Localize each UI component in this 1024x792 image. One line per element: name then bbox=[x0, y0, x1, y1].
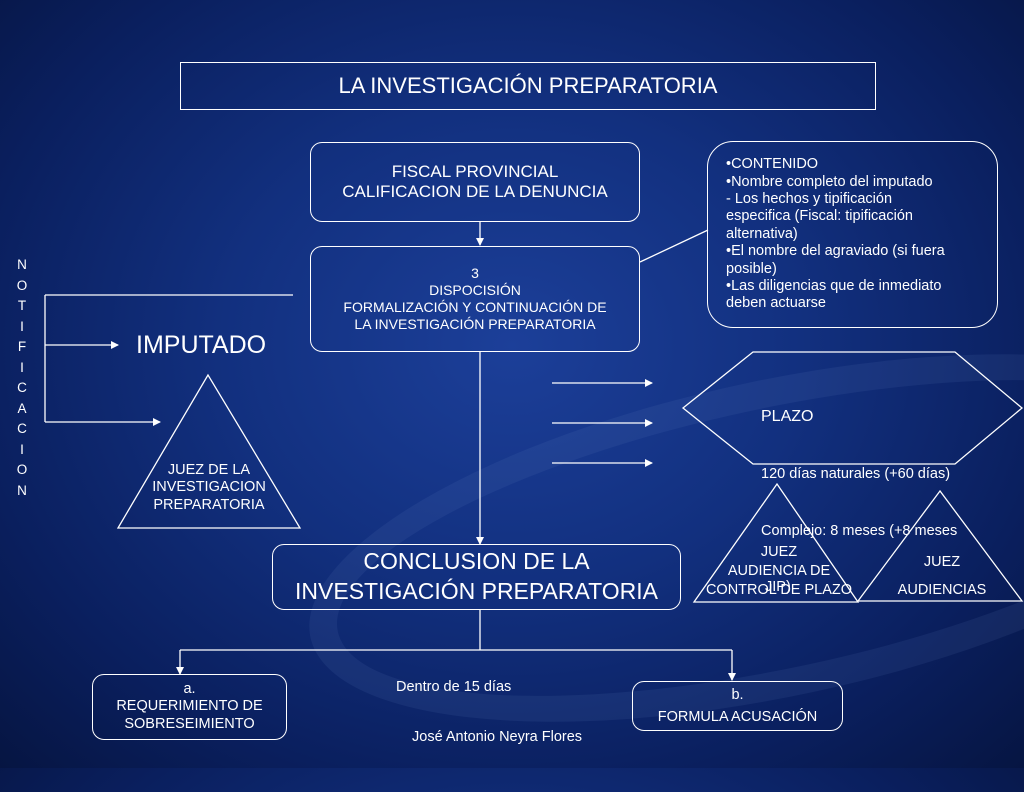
notif-letter: C bbox=[17, 421, 27, 436]
juez-control-triangle bbox=[692, 482, 860, 603]
plazo-line-3: Complejo: 8 meses (+8 meses bbox=[761, 522, 958, 539]
juez-inv-line-1: JUEZ DE LA bbox=[167, 462, 251, 478]
juez-audiencias-triangle bbox=[856, 489, 1024, 602]
fiscal-provincial-box: FISCAL PROVINCIAL CALIFICACION DE LA DEN… bbox=[310, 142, 640, 222]
contenido-line-7: posible) bbox=[726, 260, 777, 277]
notif-letter: I bbox=[20, 359, 24, 375]
acusacion-letter: b. bbox=[731, 686, 744, 703]
disposicion-box: 3 DISPOCISIÓN FORMALIZACIÓN Y CONTINUACI… bbox=[310, 246, 640, 352]
contenido-line-1: •CONTENIDO bbox=[726, 156, 819, 173]
requerimiento-line-3: SOBRESEIMIENTO bbox=[124, 715, 255, 732]
juez-aud-line-1: JUEZ bbox=[923, 554, 961, 570]
plazo-heading: PLAZO bbox=[761, 407, 814, 425]
title-box: LA INVESTIGACIÓN PREPARATORIA bbox=[180, 62, 876, 110]
juez-inv-line-3: PREPARATORIA bbox=[153, 496, 265, 513]
notif-letter: O bbox=[16, 462, 28, 477]
notif-letter: T bbox=[17, 298, 27, 313]
disposicion-line-3: FORMALIZACIÓN Y CONTINUACIÓN DE bbox=[343, 299, 607, 315]
notif-letter: A bbox=[17, 400, 27, 416]
conclusion-line-2: INVESTIGACIÓN PREPARATORIA bbox=[295, 578, 658, 604]
callout-line bbox=[639, 229, 709, 263]
dentro-label: Dentro de 15 días bbox=[396, 679, 512, 695]
disposicion-number: 3 bbox=[471, 265, 479, 282]
requerimiento-box: a. REQUERIMIENTO DE SOBRESEIMIENTO bbox=[92, 674, 287, 740]
juez-investigacion-triangle bbox=[116, 373, 302, 529]
notif-letter: C bbox=[17, 380, 27, 395]
plazo-hexagon bbox=[681, 351, 1024, 465]
juez-control-line-1: JUEZ bbox=[760, 544, 798, 560]
notif-letter: F bbox=[17, 339, 27, 354]
notificacion-vertical-label: N O T I F I C A C I O N bbox=[12, 255, 32, 501]
juez-control-line-3: CONTROL DE PLAZO bbox=[705, 581, 853, 598]
notif-letter: I bbox=[20, 441, 24, 457]
conclusion-box: CONCLUSION DE LA INVESTIGACIÓN PREPARATO… bbox=[272, 544, 681, 610]
requerimiento-line-2: REQUERIMIENTO DE bbox=[116, 698, 263, 715]
juez-aud-line-2: AUDIENCIAS bbox=[897, 581, 987, 598]
imputado-label: IMPUTADO bbox=[136, 331, 267, 359]
contenido-box: •CONTENIDO •Nombre completo del imputado… bbox=[707, 141, 998, 328]
requerimiento-letter: a. bbox=[183, 680, 196, 697]
juez-control-text: JUEZ AUDIENCIA DE CONTROL DE PLAZO bbox=[686, 543, 872, 600]
contenido-line-4: especifica (Fiscal: tipificación bbox=[726, 208, 913, 225]
notif-letter: I bbox=[20, 318, 24, 334]
contenido-line-2: •Nombre completo del imputado bbox=[726, 173, 933, 190]
fiscal-line-2: CALIFICACION DE LA DENUNCIA bbox=[342, 182, 608, 201]
author-label: José Antonio Neyra Flores bbox=[412, 729, 583, 745]
page-title: LA INVESTIGACIÓN PREPARATORIA bbox=[338, 72, 718, 98]
juez-inv-line-2: INVESTIGACION bbox=[152, 479, 266, 496]
contenido-line-9: deben actuarse bbox=[726, 295, 826, 312]
plazo-text: PLAZO 120 días naturales (+60 días) Comp… bbox=[761, 369, 957, 616]
plazo-line-2: 120 días naturales (+60 días) bbox=[761, 466, 951, 483]
fiscal-line-1: FISCAL PROVINCIAL bbox=[391, 161, 559, 181]
juez-investigacion-text: JUEZ DE LA INVESTIGACION PREPARATORIA bbox=[118, 462, 300, 514]
notif-letter: N bbox=[17, 257, 27, 272]
notif-letter: O bbox=[16, 277, 28, 293]
plazo-line-4: JIP) bbox=[761, 579, 791, 596]
juez-control-line-2: AUDIENCIA DE bbox=[727, 562, 831, 579]
contenido-line-8: •Las diligencias que de inmediato bbox=[726, 277, 942, 294]
conclusion-line-1: CONCLUSION DE LA bbox=[363, 548, 590, 575]
acusacion-line-2: FORMULA ACUSACIÓN bbox=[657, 709, 818, 725]
contenido-line-6: •El nombre del agraviado (si fuera bbox=[726, 243, 945, 260]
connector-lines bbox=[111, 229, 1024, 681]
disposicion-line-4: LA INVESTIGACIÓN PREPARATORIA bbox=[354, 315, 596, 332]
disposicion-label: DISPOCISIÓN bbox=[429, 282, 521, 299]
notif-letter: N bbox=[17, 482, 27, 498]
contenido-line-5: alternativa) bbox=[726, 225, 798, 242]
acusacion-box: b. FORMULA ACUSACIÓN bbox=[632, 681, 843, 731]
juez-audiencias-text: JUEZ AUDIENCIAS bbox=[880, 549, 1004, 604]
contenido-line-3: - Los hechos y tipificación bbox=[726, 191, 893, 208]
